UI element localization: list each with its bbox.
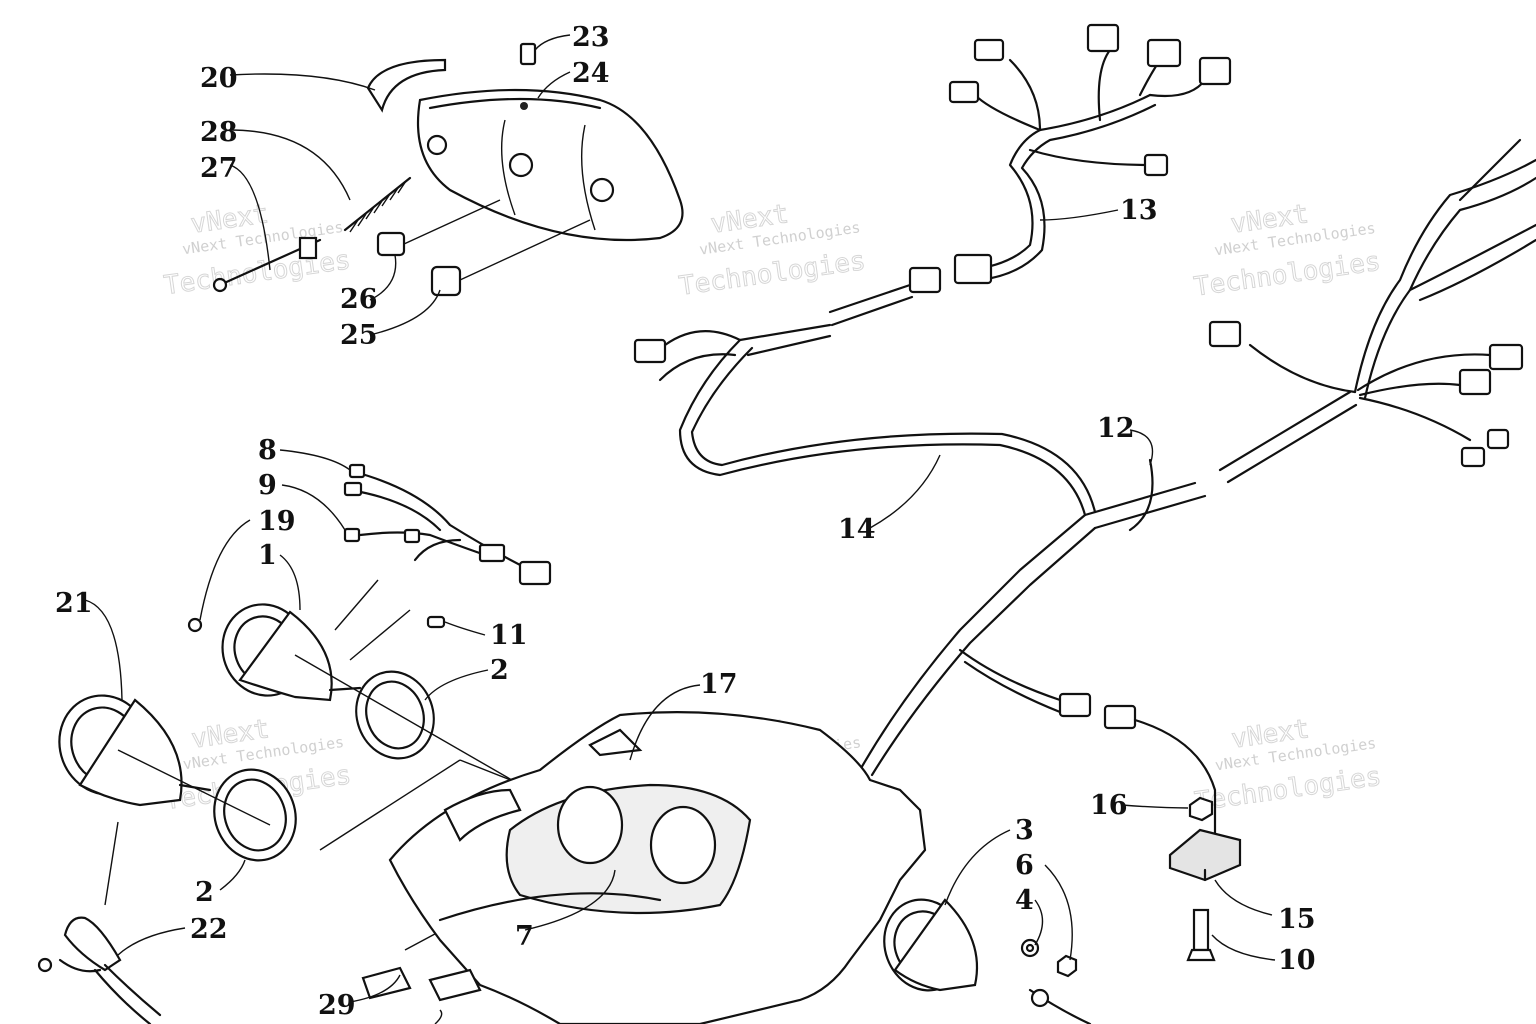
watermark-2: vNext vNext Technologies Technologies xyxy=(677,199,868,303)
callout-21: 21 xyxy=(55,588,93,619)
callout-23: 23 xyxy=(572,22,610,53)
callout-1: 1 xyxy=(258,540,277,571)
wiring-harness-part-13 xyxy=(948,23,1232,285)
callout-16: 16 xyxy=(1090,790,1128,821)
wiring-harness-part-14 xyxy=(633,266,1358,842)
callout-9: 9 xyxy=(258,470,277,501)
bulb-part-26 xyxy=(376,199,501,257)
washer-part-4 xyxy=(1020,938,1040,958)
callout-29: 29 xyxy=(318,990,356,1021)
callout-14: 14 xyxy=(838,514,876,545)
callout-2-upper: 2 xyxy=(490,655,509,686)
callout-12: 12 xyxy=(1097,413,1135,444)
callout-27: 27 xyxy=(200,153,238,184)
wiring-harness-right xyxy=(1208,138,1536,468)
callout-13: 13 xyxy=(1120,195,1158,226)
gauge-part-21 xyxy=(58,694,212,807)
callout-19: 19 xyxy=(258,506,296,537)
callout-8: 8 xyxy=(258,435,277,466)
callout-28: 28 xyxy=(200,117,238,148)
bulb-part-11 xyxy=(426,615,446,629)
callout-4: 4 xyxy=(1015,885,1034,916)
callout-2-lower: 2 xyxy=(195,877,214,908)
adjust-screw-part-27 xyxy=(212,236,322,293)
callout-20: 20 xyxy=(200,63,238,94)
callout-25: 25 xyxy=(340,320,378,351)
callout-15: 15 xyxy=(1278,904,1316,935)
dash-panel-part-17 xyxy=(388,711,927,1024)
bezel-ring-part-2-upper xyxy=(355,670,435,760)
callout-24: 24 xyxy=(572,58,610,89)
gauge-part-3 xyxy=(883,898,1092,1024)
callout-11: 11 xyxy=(490,620,528,651)
watermark-3: vNext vNext Technologies Technologies xyxy=(1192,199,1383,303)
screw-part-19 xyxy=(187,617,203,633)
bolt-part-10 xyxy=(1186,908,1216,962)
callout-26: 26 xyxy=(340,284,378,315)
callout-6: 6 xyxy=(1015,850,1034,881)
clip-part-23 xyxy=(519,42,537,66)
bezel-ring-part-2-lower xyxy=(213,768,297,862)
callout-7: 7 xyxy=(515,921,534,952)
gauge-part-1 xyxy=(221,603,362,702)
nut-part-16 xyxy=(1188,796,1214,822)
decal-part-29 xyxy=(361,966,482,1002)
watermark-1: vNext vNext Technologies Technologies xyxy=(162,199,353,302)
spring-part-28 xyxy=(343,176,412,233)
callout-3: 3 xyxy=(1015,815,1034,846)
callout-leaders xyxy=(84,34,1276,1024)
small-harness-part-8-9 xyxy=(343,463,552,586)
headlight-assembly xyxy=(416,88,684,242)
bulb-socket-part-25 xyxy=(430,219,591,297)
callout-labels: 20 23 24 28 27 26 25 13 12 14 8 9 19 1 1… xyxy=(55,22,1316,1021)
switch-part-15 xyxy=(1168,828,1242,882)
nut-part-6 xyxy=(1056,954,1078,978)
callout-10: 10 xyxy=(1278,945,1316,976)
callout-17: 17 xyxy=(700,669,738,700)
callout-22: 22 xyxy=(190,914,228,945)
trim-strip-part-20 xyxy=(366,58,447,113)
sensor-part-22 xyxy=(37,916,162,1024)
